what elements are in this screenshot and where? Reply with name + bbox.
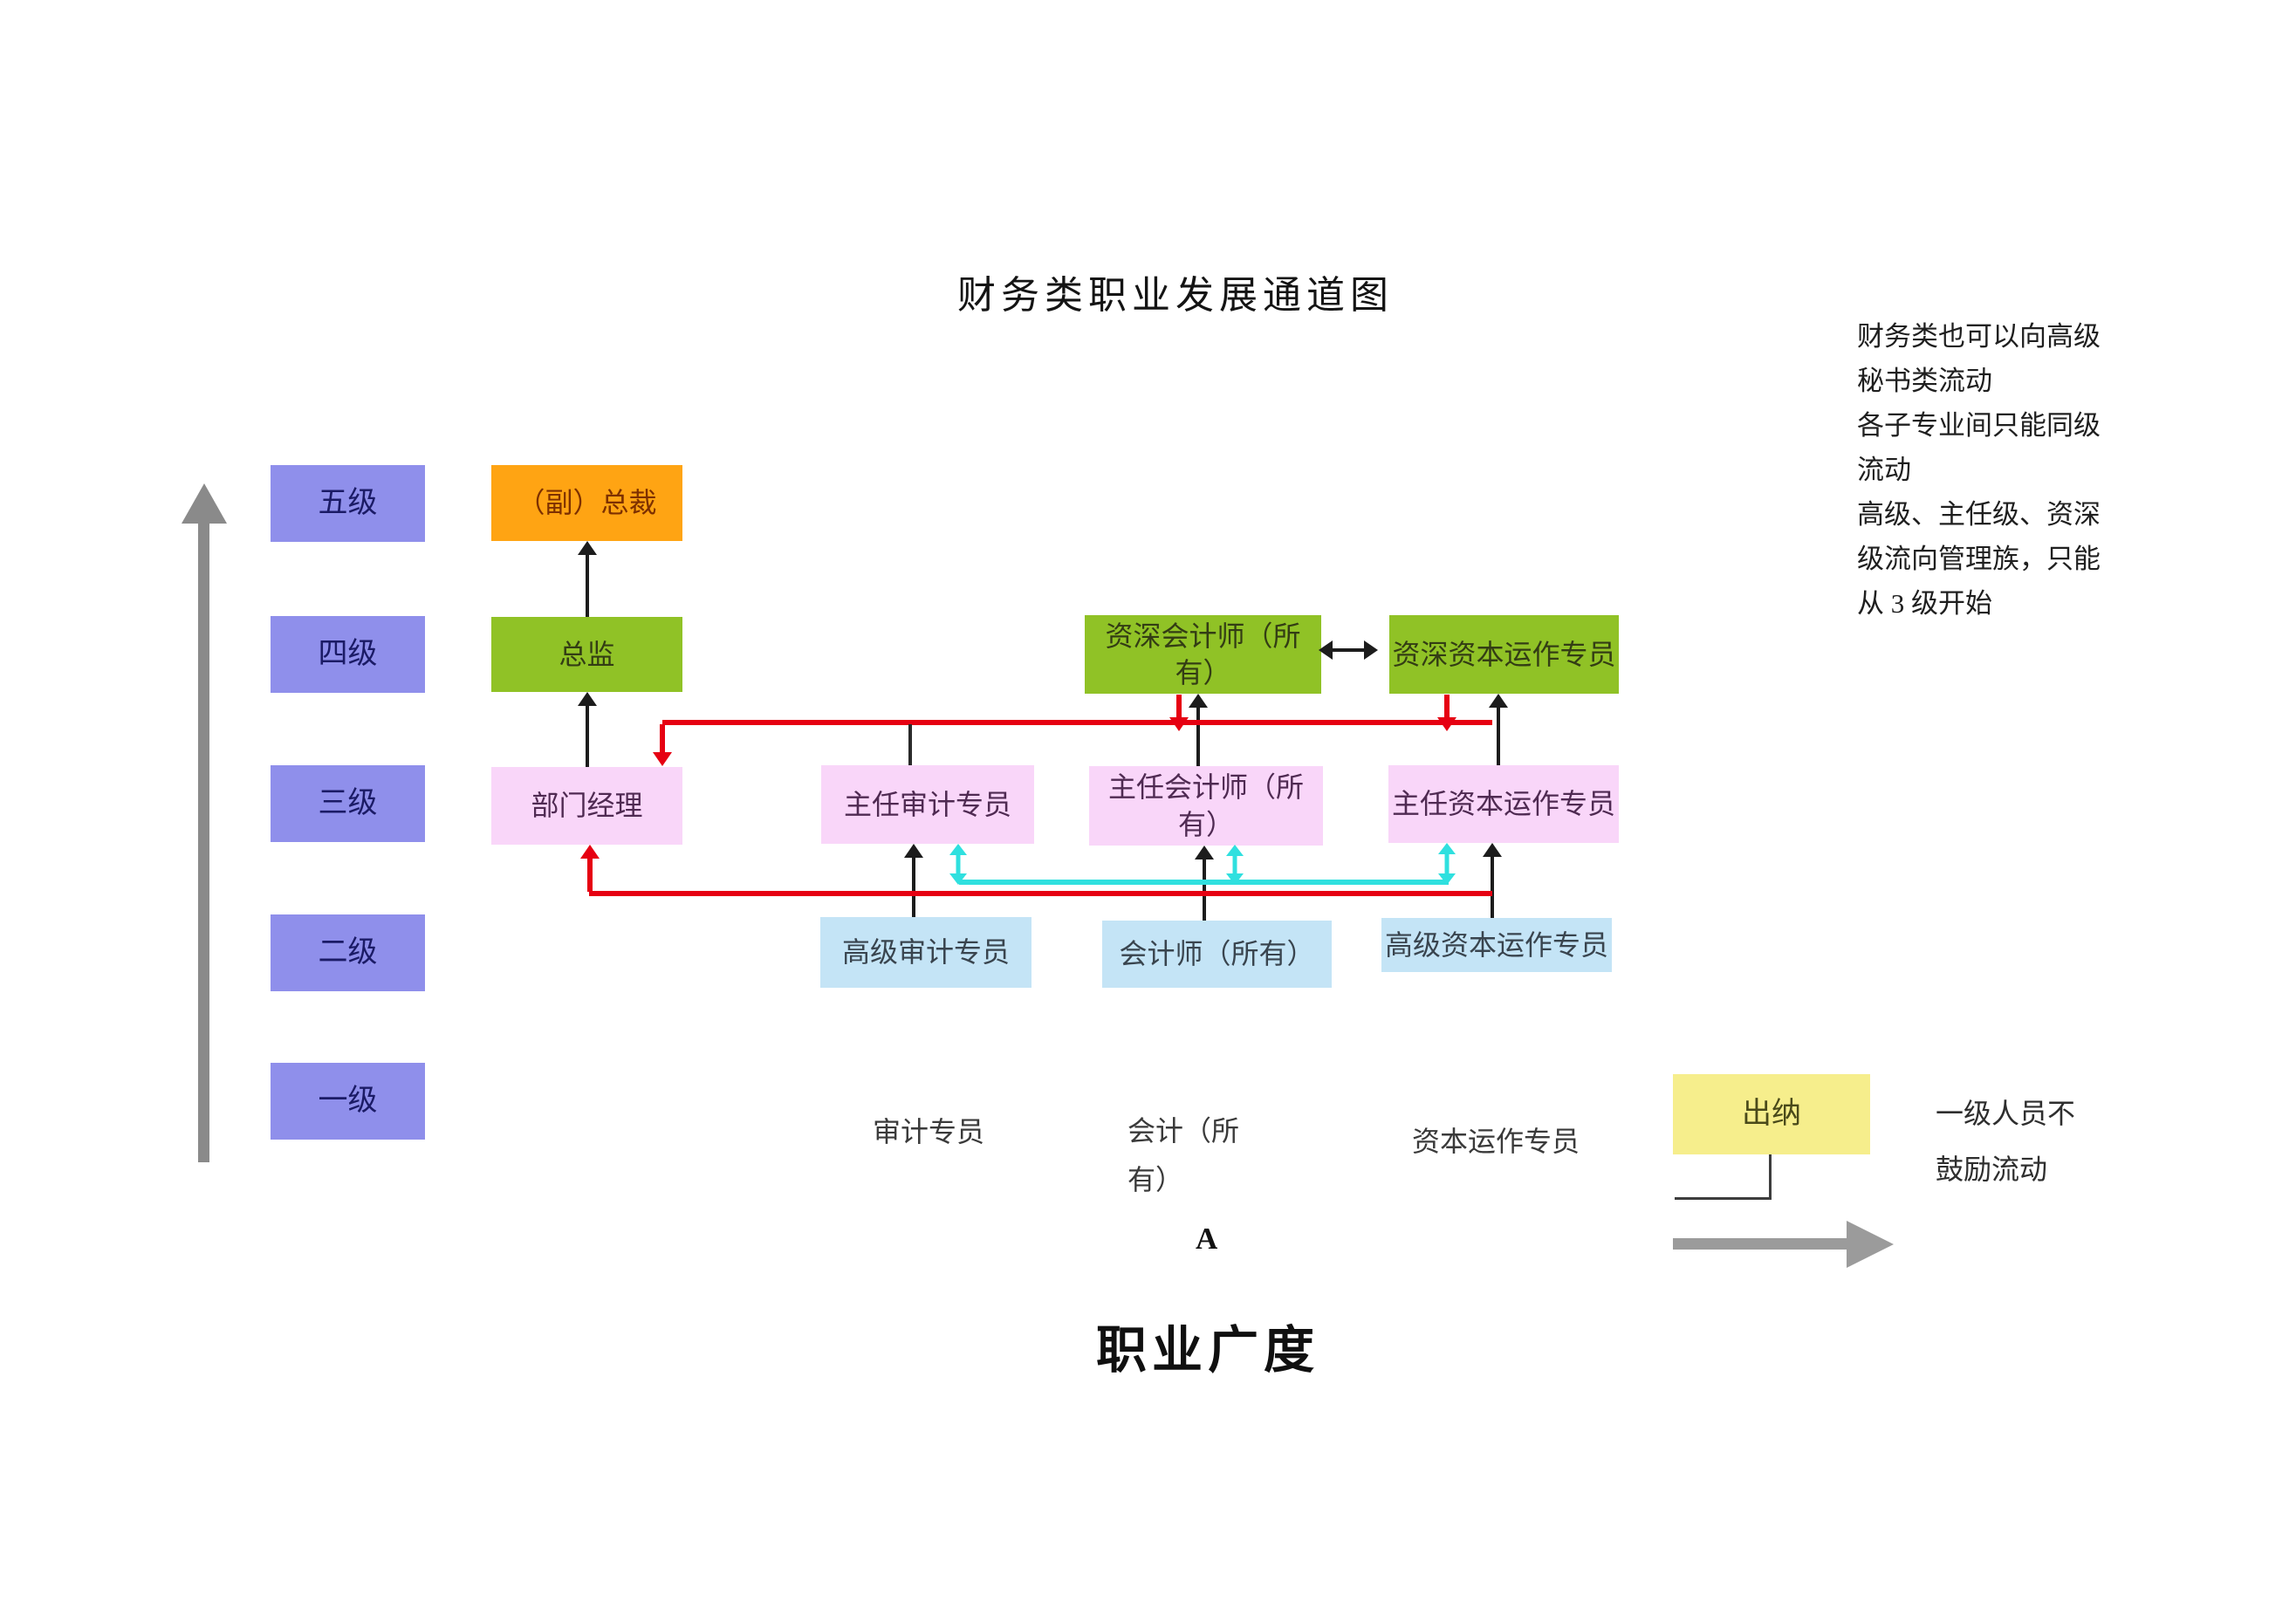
level-axis-arrow-up-icon [182,483,227,524]
breadth-axis-title: 职业广度 [1096,1322,1320,1379]
level-label-1: 一级 [271,1063,425,1140]
level1-footnote-line: 一级人员不 [1936,1098,2076,1129]
node-accountant-all: 会计师（所有） [1102,921,1332,988]
side-note-line: 秘书类流动 [1857,366,1992,396]
side-note: 财务类也可以向高级 秘书类流动 各子专业间只能同级 流动 高级、主任级、资深 级… [1857,314,2189,626]
cyan-arrow-chief-capital [1436,843,1458,885]
red-flow-line-top [662,720,1492,725]
label-accountant: 会计（所有） [1127,1115,1240,1195]
node-chief-capital-specialist: 主任资本运作专员 [1388,765,1619,843]
cashier-connector-horizontal [1675,1197,1772,1200]
side-note-line: 高级、主任级、资深 [1857,499,2101,530]
arrow-senior-auditor-to-chief-auditor [902,844,925,917]
node-senior-capital-specialist: 高级资本运作专员 [1381,918,1612,972]
side-note-line: 财务类也可以向高级 [1857,321,2101,352]
level-axis-arrow-shaft [198,522,209,1162]
arrow-director-to-vp [576,541,599,617]
side-note-line: 流动 [1857,455,1911,485]
page-title: 财务类职业发展通道图 [957,274,1394,317]
arrow-accountant-to-chief-accountant [1193,846,1216,921]
label-capital-specialist: 资本运作专员 [1412,1126,1580,1157]
node-chief-accountant: 主任会计师（所有） [1089,766,1323,846]
breadth-axis-arrow-shaft [1673,1238,1847,1250]
red-arrow-into-manager-top [651,724,674,766]
node-expert-accountant: 资深会计师（所有） [1085,615,1321,694]
level-label-3: 三级 [271,765,425,842]
node-cashier: 出纳 [1673,1074,1870,1154]
arrow-manager-to-director [576,692,599,767]
connector-chief-auditor-to-red-line [908,724,912,765]
node-senior-auditor: 高级审计专员 [820,917,1031,988]
level1-footnote-line: 鼓励流动 [1936,1154,2048,1185]
level1-footnote: 一级人员不 鼓励流动 [1936,1085,2075,1197]
arrow-chief-capital-to-expert-capital [1487,694,1510,765]
side-note-line: 级流向管理族，只能 [1857,544,2101,574]
cyan-samelevel-line [959,880,1449,885]
side-note-line: 从 3 级开始 [1857,588,1992,619]
node-vice-president: （副）总裁 [491,465,682,541]
label-marker-a: A [1196,1222,1218,1256]
red-arrow-expert-capital-to-line [1436,695,1458,731]
level-label-4: 四级 [271,616,425,693]
level-label-5: 五级 [271,465,425,542]
node-chief-auditor: 主任审计专员 [821,765,1034,844]
side-note-line: 各子专业间只能同级 [1857,410,2101,441]
red-arrow-into-manager-bottom [579,845,601,892]
node-expert-capital-specialist: 资深资本运作专员 [1389,615,1619,694]
arrow-expert-accountant-expert-capital-bidirectional [1319,640,1378,661]
cyan-arrow-chief-auditor [947,844,970,885]
level-label-2: 二级 [271,914,425,991]
cyan-arrow-chief-accountant [1223,845,1246,885]
red-arrow-expert-accountant-to-line [1168,695,1190,731]
breadth-axis-arrow-right-icon [1847,1221,1894,1268]
red-flow-line-bottom [589,891,1492,896]
arrow-senior-capital-to-chief-capital [1481,843,1504,918]
label-auditor: 审计专员 [873,1116,985,1147]
node-department-manager: 部门经理 [491,767,682,845]
node-director: 总监 [491,617,682,692]
cashier-connector-vertical [1769,1154,1772,1200]
arrow-chief-accountant-to-expert-accountant [1187,694,1210,766]
